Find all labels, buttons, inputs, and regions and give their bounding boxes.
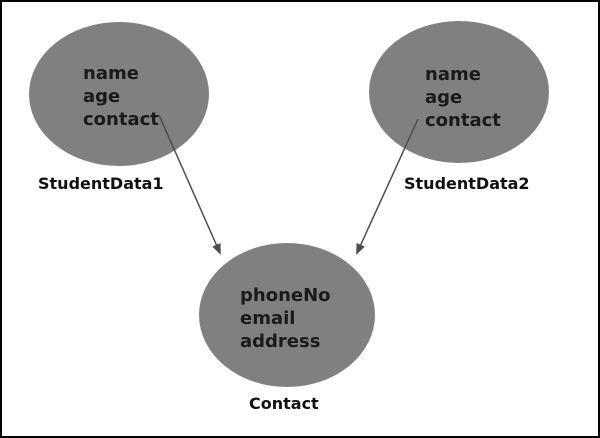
arrow-studentdata2-to-contact [356,118,419,255]
studentdata2-label: StudentData2 [404,174,530,193]
attribute-text: contact [425,110,501,131]
studentdata1-label: StudentData1 [38,174,164,193]
contact-attributes: phoneNo email address [240,285,337,352]
studentdata2-attributes: name age contact [425,64,501,131]
studentdata1-ellipse [29,22,209,166]
attribute-text: name [425,64,481,85]
attribute-text: phoneNo [240,285,331,306]
attribute-text: contact [83,109,159,130]
attribute-text: age [83,86,120,107]
attribute-text: email [240,308,295,329]
studentdata1-attributes: name age contact [83,63,159,130]
node-contact: phoneNo email address Contact [199,243,375,413]
node-studentdata1: name age contact StudentData1 [29,22,209,193]
contact-ellipse [199,243,375,387]
arrow-studentdata1-to-contact [158,114,221,255]
attribute-text: name [83,63,139,84]
attribute-text: age [425,87,462,108]
attribute-text: address [240,331,320,352]
contact-label: Contact [249,394,319,413]
